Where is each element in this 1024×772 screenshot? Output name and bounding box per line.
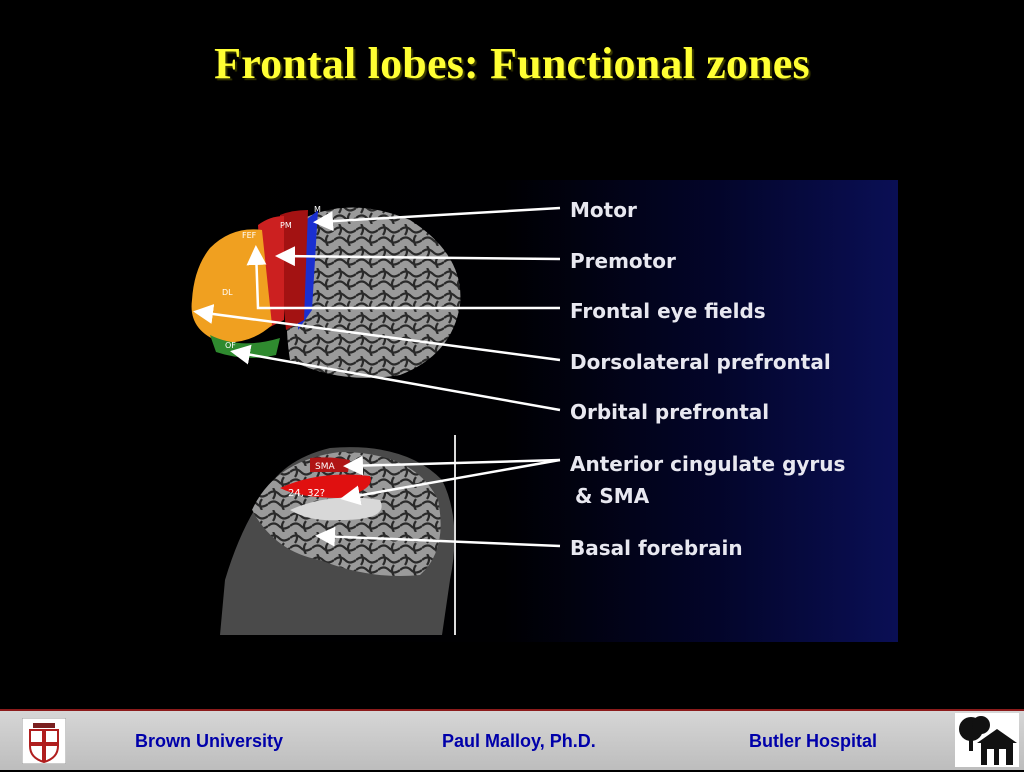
footer-hospital: Butler Hospital [749, 731, 878, 751]
arrow-basal [315, 526, 561, 548]
leader-arrows [193, 206, 561, 548]
tag-dl: DL [222, 288, 233, 297]
arrow-sma [343, 455, 561, 476]
label-dorsolateral-prefrontal: Dorsolateral prefrontal [570, 350, 831, 374]
tag-cingulate: 24, 32? [288, 488, 325, 499]
label-sma: & SMA [575, 484, 650, 508]
label-basal-forebrain: Basal forebrain [570, 536, 743, 560]
tag-m: M [314, 205, 321, 214]
label-premotor: Premotor [570, 249, 676, 273]
slide-title: Frontal lobes: Functional zones [214, 39, 810, 88]
label-anterior-cingulate: Anterior cingulate gyrus [570, 452, 846, 476]
tag-of: OF [225, 341, 236, 350]
arrow-motor [313, 206, 561, 232]
footer-presenter: Paul Malloy, Ph.D. [442, 731, 596, 751]
tag-pm: PM [280, 221, 292, 230]
arrow-fef [246, 245, 560, 310]
hospital-house-icon [955, 713, 1019, 772]
tag-fef: FEF [242, 231, 257, 240]
lateral-brain-view: M PM FEF DL OF [191, 205, 461, 378]
tag-sma: SMA [315, 462, 335, 472]
arrow-cingulate [340, 458, 561, 506]
brain-illustration: M PM FEF DL OF SMA 24, 32? [191, 205, 561, 635]
label-motor: Motor [570, 198, 637, 222]
slide-footer: Brown University Paul Malloy, Ph.D. Butl… [0, 709, 1024, 770]
footer-institution: Brown University [135, 731, 284, 751]
arrow-dorsolateral [193, 304, 561, 362]
university-shield-icon [21, 717, 67, 769]
arrow-orbital [230, 344, 561, 412]
sagittal-brain-view: SMA 24, 32? [220, 435, 456, 635]
label-orbital-prefrontal: Orbital prefrontal [570, 400, 770, 424]
arrow-premotor [275, 246, 561, 267]
brain-diagram: M PM FEF DL OF SMA 24, 32? [180, 180, 898, 642]
label-frontal-eye-fields: Frontal eye fields [570, 299, 766, 323]
